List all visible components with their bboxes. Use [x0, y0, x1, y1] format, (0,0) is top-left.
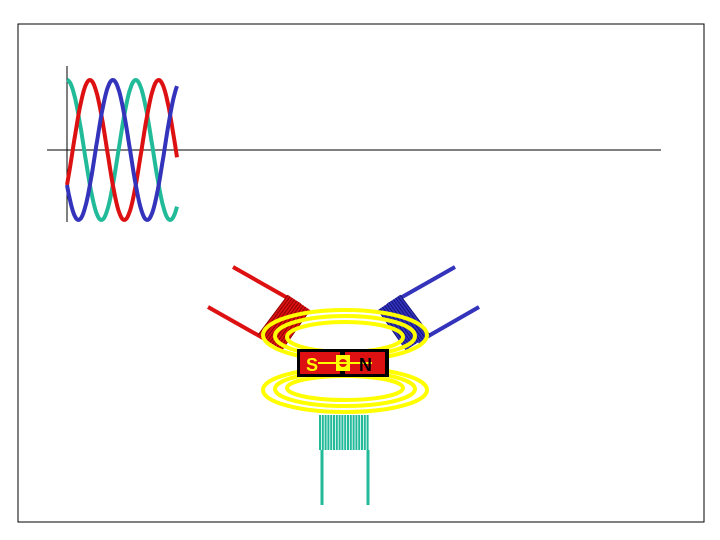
left-coil: [207, 265, 311, 351]
winding-line: [397, 296, 429, 337]
wave-series-3: [65, 77, 179, 222]
bar-magnet-icon: S N: [297, 349, 389, 377]
slide-frame: [17, 23, 705, 523]
north-pole-label: N: [359, 355, 372, 375]
winding-line: [257, 294, 289, 336]
wave-series-group: [65, 77, 179, 222]
south-pole-label: S: [306, 355, 318, 375]
left-coil-lead-inner: [207, 305, 271, 344]
waveform-plot: [47, 66, 661, 222]
winding-line: [262, 297, 293, 339]
wave-series-2: [65, 77, 179, 222]
bottom-coil: [319, 415, 370, 505]
